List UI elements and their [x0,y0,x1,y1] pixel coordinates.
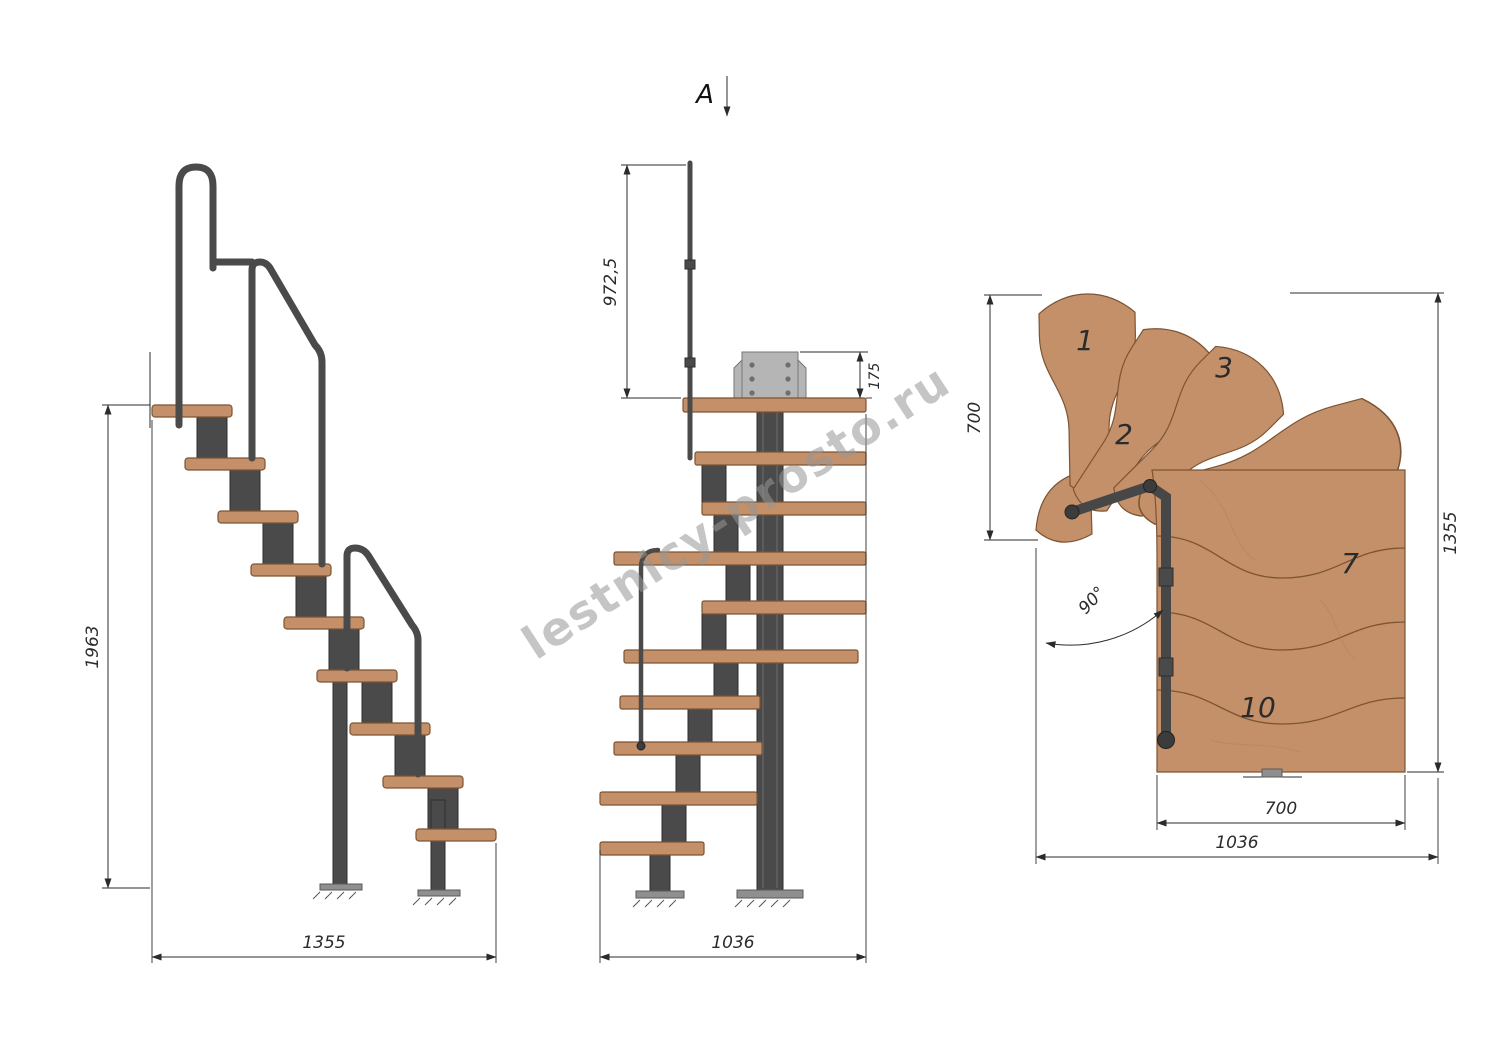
section-marker: A [694,76,731,117]
ground-hatch [312,891,457,906]
tread [599,841,705,856]
column-base-plate [736,889,804,899]
bracket-holes [749,362,791,396]
rail-baluster [1158,657,1174,677]
dim-plan-top-depth-label: 700 [965,402,985,434]
base-plate [417,889,461,897]
dim-plan-total-depth: 1355 [1290,292,1461,773]
tread [701,600,867,615]
tread-divider [1156,611,1406,651]
dim-front-width: 1036 [599,414,867,963]
wood-grain [1209,739,1301,753]
rail-baluster [1158,567,1174,587]
dim-plan-flight-width-label: 700 [1265,799,1297,819]
tread [184,457,266,471]
tread [623,649,859,664]
angle-arc [1045,609,1164,649]
tread [613,741,763,756]
tread-number-10: 10 [1240,691,1276,724]
dim-plan-flight-width: 700 [1156,775,1406,830]
side-elevation-view: 1963 1355 [83,163,497,963]
tread [349,722,431,736]
dim-plan-total-width-label: 1036 [1215,833,1258,853]
support-legs [319,681,461,897]
handrail-segment [343,544,422,778]
tread-divider [1156,689,1406,725]
dim-side-width: 1355 [151,420,497,963]
treads-side [151,404,497,842]
dim-plan-angle: 90° [1045,583,1164,649]
handrail-loop [175,163,217,429]
tread [382,775,464,789]
front-elevation-view: A [599,76,883,963]
dim-front-bracket: 175 [800,351,883,399]
tread [599,791,758,806]
tread [217,510,299,524]
handrail-segment [209,258,326,568]
handrail-lower [638,547,661,747]
section-label: A [694,80,714,110]
ground-hatch-front [632,899,791,908]
handrail-plan-line [1067,480,1171,743]
plan-column-base [1243,768,1302,778]
rail-end-cap [636,741,646,751]
dim-front-handrail-label: 972,5 [601,258,621,307]
tread-number-3: 3 [1215,351,1233,384]
tread-divider [1156,535,1406,579]
dim-side-height: 1963 [83,404,150,889]
angle-label: 90° [1075,583,1110,619]
base-plate [319,883,363,891]
tread-number-1: 1 [1076,324,1094,357]
tread-number-2: 2 [1115,418,1133,451]
dim-side-width-label: 1355 [302,933,345,953]
wood-grain [1319,599,1356,661]
dim-plan-top-depth: 700 [965,294,1042,541]
tread [415,828,497,842]
treads-front [599,397,867,856]
tread-number-7: 7 [1341,547,1359,580]
rail-end-post [1157,731,1175,749]
plan-tread-numbers: 1 2 3 7 10 [1076,324,1359,724]
lower-flight-treads [1151,469,1406,773]
tread [619,695,761,710]
dim-front-width-label: 1036 [711,933,754,953]
dim-front-handrail: 972,5 [601,164,686,399]
tread [316,669,398,683]
tread [250,563,332,577]
tread [283,616,365,630]
rail-joint [684,259,696,270]
dim-plan-total-width: 1036 [1035,548,1439,864]
plan-treads [1035,293,1406,773]
wood-grain [1199,479,1256,561]
tread [682,397,867,413]
handrail-side [175,163,422,778]
foot-base-plate [635,890,685,899]
handrail-plan [1064,479,1175,749]
plan-view: 1 2 3 7 10 700 [965,292,1461,864]
rail-elbow [1143,479,1157,493]
rail-corner-post [1064,504,1080,520]
tread [151,404,233,418]
dim-side-height-label: 1963 [83,625,103,668]
rail-joint [684,357,696,368]
dim-front-bracket-label: 175 [867,363,883,390]
dim-plan-total-depth-label: 1355 [1441,511,1461,554]
handrail-front [636,160,696,751]
